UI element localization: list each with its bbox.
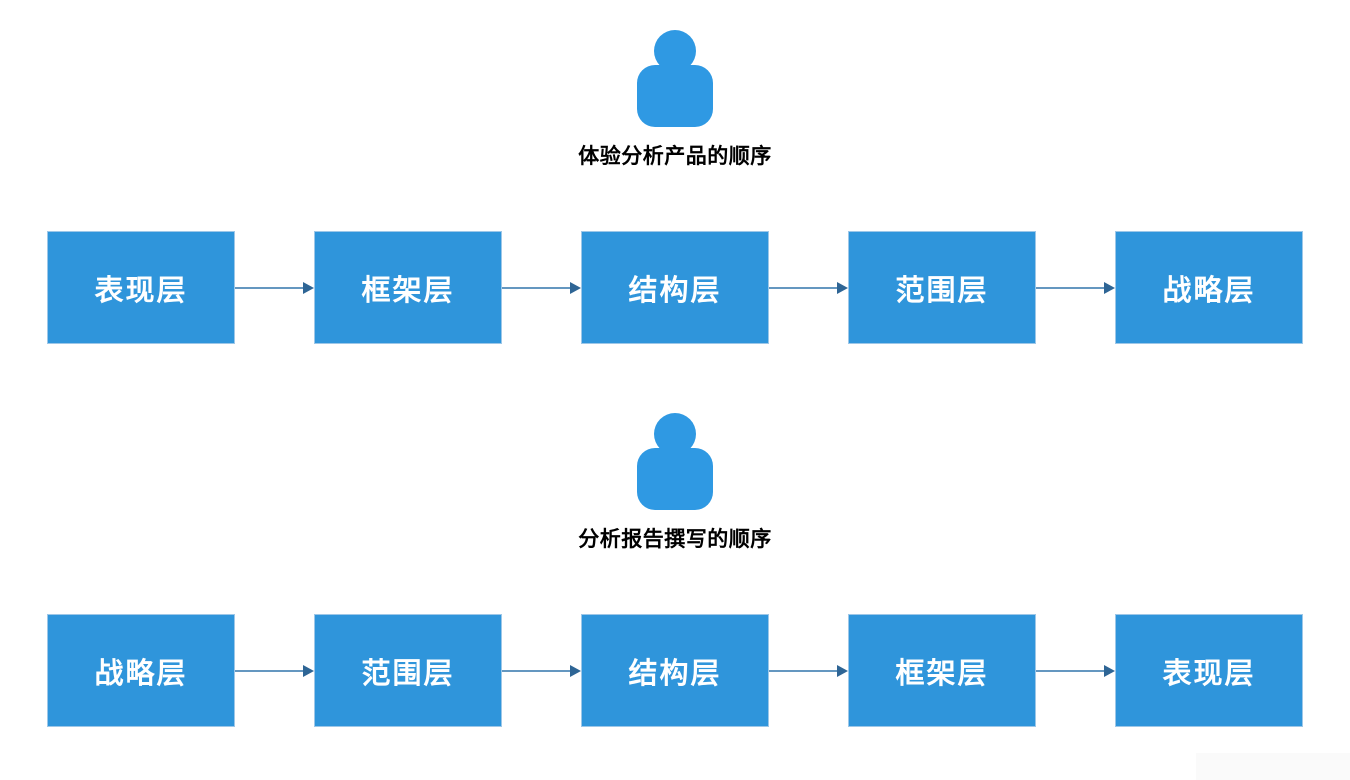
arrow-head-icon — [570, 281, 581, 294]
flow-arrow — [769, 664, 848, 678]
arrow-line — [502, 669, 571, 672]
watermark-patch — [1196, 753, 1350, 780]
flow-node-label: 框架层 — [361, 274, 455, 307]
flow-node: 框架层 — [848, 614, 1036, 727]
flow-node: 范围层 — [314, 614, 502, 727]
flow-node: 战略层 — [47, 614, 235, 727]
flow-node-label: 战略层 — [94, 657, 188, 690]
arrow-line — [769, 669, 838, 672]
arrow-line — [235, 669, 304, 672]
arrow-line — [769, 286, 838, 289]
flow-node: 战略层 — [1115, 231, 1303, 344]
arrow-line — [1036, 286, 1105, 289]
flow-arrow — [235, 281, 314, 295]
flow-node: 结构层 — [581, 614, 769, 727]
flow-node-label: 表现层 — [1162, 657, 1256, 690]
flow-section: 体验分析产品的顺序 表现层 框架层 结构层 范围层 战略层 — [0, 30, 1350, 344]
section-title: 分析报告撰写的顺序 — [578, 528, 772, 551]
flow-node-label: 结构层 — [628, 274, 722, 307]
flow-node-label: 范围层 — [361, 657, 455, 690]
arrow-head-icon — [1104, 664, 1115, 677]
flow-arrow — [769, 281, 848, 295]
flow-node: 表现层 — [47, 231, 235, 344]
flow-node-label: 结构层 — [628, 657, 722, 690]
arrow-head-icon — [1104, 281, 1115, 294]
arrow-line — [1036, 669, 1105, 672]
arrow-line — [235, 286, 304, 289]
flow-arrow — [1036, 664, 1115, 678]
flow-arrow — [1036, 281, 1115, 295]
person-icon-body — [637, 448, 713, 510]
flow-node-label: 表现层 — [94, 274, 188, 307]
arrow-head-icon — [837, 664, 848, 677]
person-icon-body — [637, 65, 713, 127]
arrow-head-icon — [570, 664, 581, 677]
flow-node: 结构层 — [581, 231, 769, 344]
flow-section: 分析报告撰写的顺序 战略层 范围层 结构层 框架层 表现层 — [0, 413, 1350, 727]
arrow-line — [502, 286, 571, 289]
flow-node-label: 战略层 — [1162, 274, 1256, 307]
arrow-head-icon — [303, 281, 314, 294]
flow-arrow — [235, 664, 314, 678]
flow-node: 表现层 — [1115, 614, 1303, 727]
flow-node-label: 框架层 — [895, 657, 989, 690]
flow-node: 范围层 — [848, 231, 1036, 344]
flow-node-label: 范围层 — [895, 274, 989, 307]
person-icon — [0, 413, 1350, 510]
flow-node: 框架层 — [314, 231, 502, 344]
arrow-head-icon — [303, 664, 314, 677]
flow-row: 战略层 范围层 结构层 框架层 表现层 — [47, 614, 1303, 727]
flow-arrow — [502, 664, 581, 678]
flow-row: 表现层 框架层 结构层 范围层 战略层 — [47, 231, 1303, 344]
flow-arrow — [502, 281, 581, 295]
person-icon — [0, 30, 1350, 127]
arrow-head-icon — [837, 281, 848, 294]
section-title: 体验分析产品的顺序 — [578, 145, 772, 168]
